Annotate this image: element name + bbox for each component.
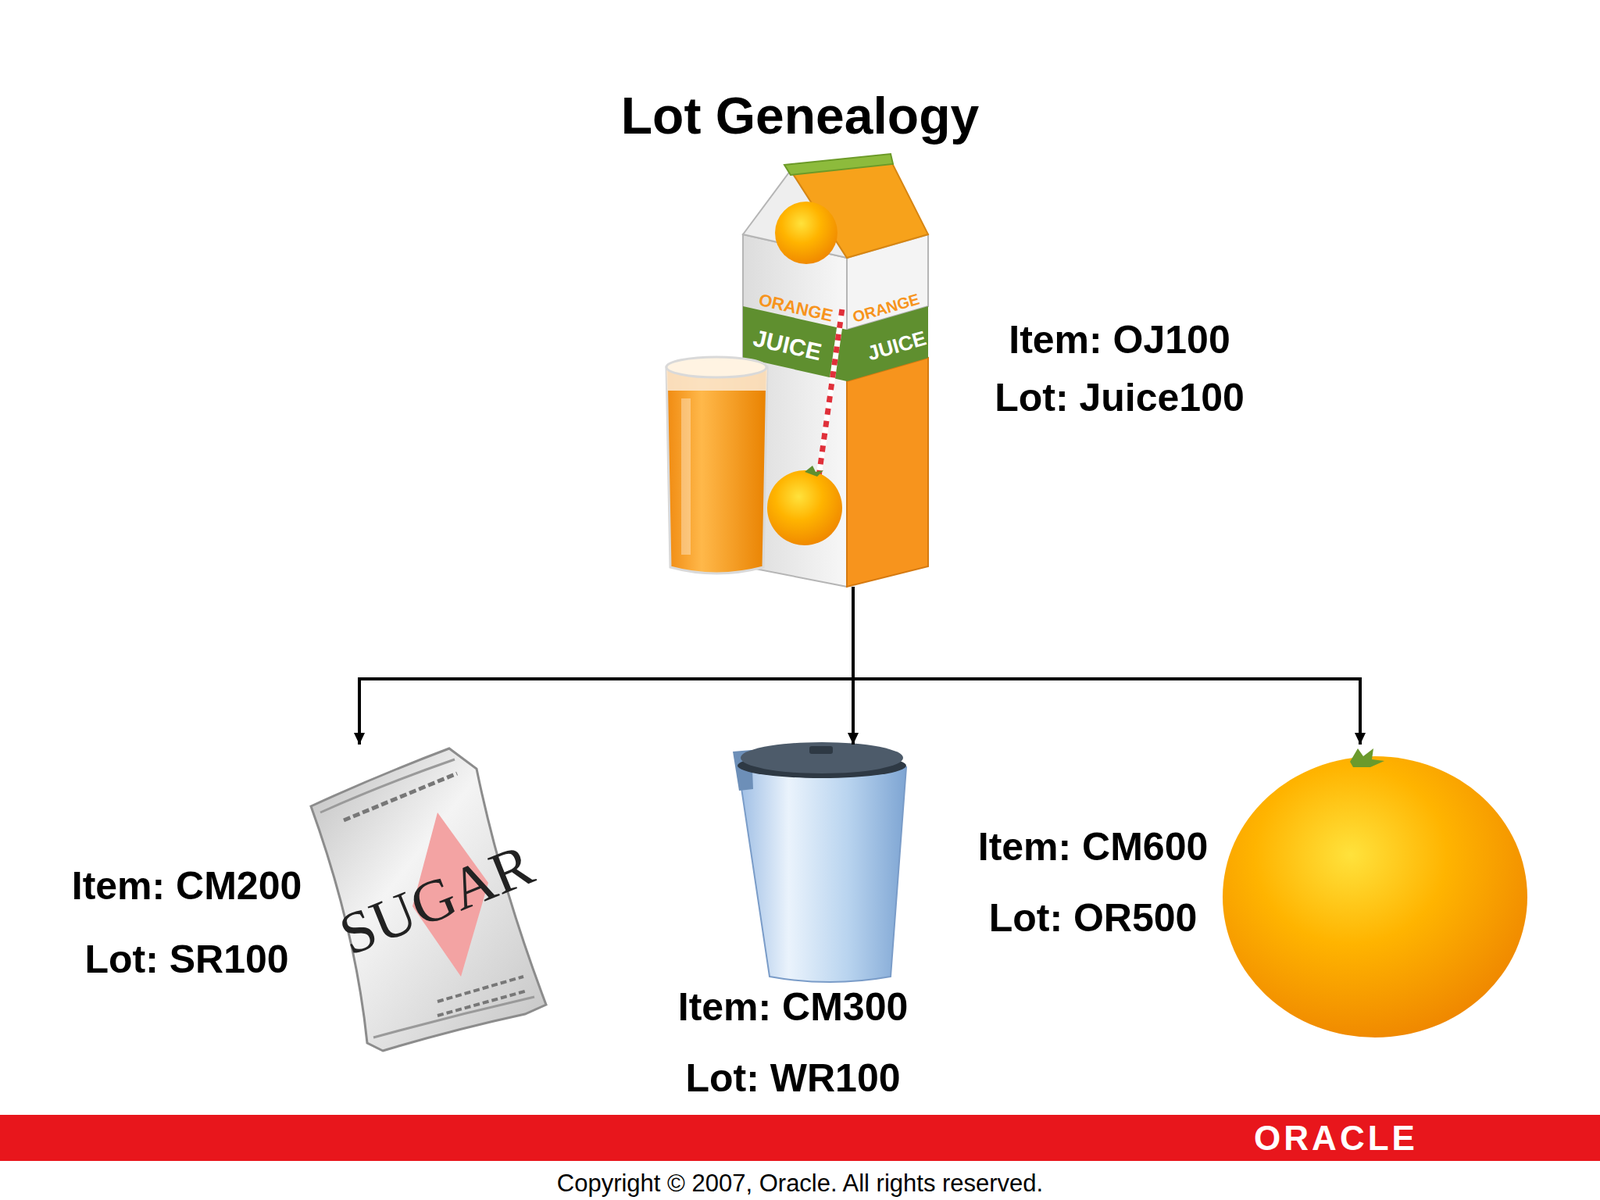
carton-fin — [784, 153, 893, 175]
connector-arrow — [853, 586, 1361, 745]
glass-body — [666, 367, 768, 574]
carton-print-right: ORANGE JUICE — [850, 290, 933, 367]
straw-stripes — [818, 308, 843, 477]
bag-crimp — [373, 996, 535, 1038]
orange-fruit — [1222, 756, 1528, 1038]
footer-band — [0, 1114, 1600, 1161]
pitcher-knob — [809, 746, 833, 754]
carton-right-orange — [846, 357, 929, 587]
sugar-bag: SUGAR — [310, 748, 547, 1051]
item-lot-text: Item: OJ100 — [963, 314, 1276, 365]
bag-print: SUGAR — [330, 831, 543, 968]
bag-fine-print — [343, 773, 458, 821]
item-node: Item: CM300Lot: WR100 — [656, 744, 922, 1108]
pitcher-lid — [740, 742, 904, 774]
bag-fine-print — [437, 990, 528, 1016]
carton-print: JUICE — [750, 325, 824, 366]
orange-stem — [1350, 748, 1385, 768]
carton-print: ORANGE — [757, 289, 836, 326]
carton-orange-print — [775, 201, 838, 265]
carton-print: ORANGE — [850, 290, 922, 326]
water-pitcher — [732, 742, 907, 983]
item-lot-text: Lot: Juice100 — [963, 372, 1276, 423]
juice-carton: ORANGE JUICE ORANGE JUICE — [742, 153, 933, 587]
bag-crimp — [320, 759, 455, 813]
connector-arrow — [851, 586, 855, 745]
small-orange — [767, 465, 843, 546]
bag-body — [310, 748, 547, 1051]
connector-arrow — [359, 586, 854, 745]
glass-highlight — [681, 398, 691, 555]
bag-fine-print — [437, 976, 524, 1002]
carton-print-left: ORANGE JUICE — [747, 289, 835, 366]
carton-print: JUICE — [864, 325, 929, 365]
orange — [1222, 748, 1528, 1038]
item-node: Item: OJ100Lot: Juice100 — [663, 163, 1258, 587]
item-node: Item: CM200Lot: SR100 — [46, 744, 547, 1051]
straw — [818, 308, 843, 477]
pitcher-body — [738, 767, 907, 983]
glass-top — [666, 357, 767, 378]
diagram-title: Lot Genealogy — [0, 84, 1600, 147]
item-lot-text: Lot: OR500 — [936, 892, 1250, 943]
item-node: Item: CM600Lot: OR500 — [960, 744, 1528, 1034]
item-lot-text: Lot: SR100 — [30, 934, 343, 985]
brand-logo: ORACLE — [1218, 1114, 1454, 1161]
juice-glass — [666, 357, 768, 574]
item-lot-text: Lot: WR100 — [636, 1053, 950, 1104]
item-lot-text: Item: CM200 — [30, 860, 343, 911]
item-lot-text: Item: CM300 — [636, 982, 950, 1033]
orange-leaf — [804, 465, 824, 477]
bag-print: SUGAR — [330, 831, 543, 968]
orange-fruit — [767, 470, 843, 546]
item-lot-text: Item: CM600 — [936, 821, 1250, 872]
copyright-note: Copyright © 2007, Oracle. All rights res… — [0, 1167, 1600, 1200]
